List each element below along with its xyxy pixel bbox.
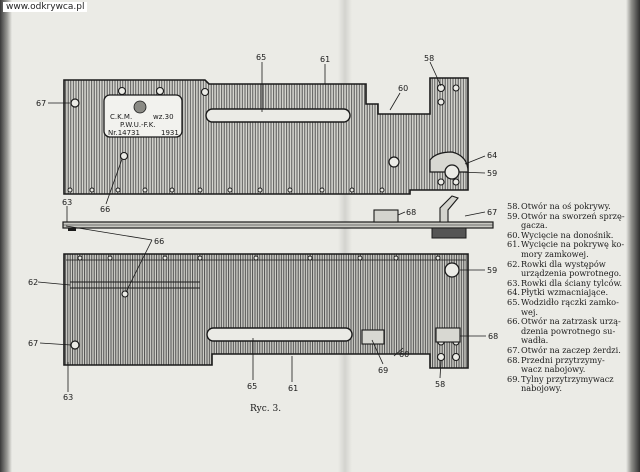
callout-67-top: 67 (36, 99, 46, 108)
legend-item-text: Wycięcie na donośnik. (521, 229, 635, 241)
legend-item-line: Wycięcie na pokrywę ko- (521, 239, 625, 250)
legend-item-text: Otwór na oś pokrywy. (521, 201, 635, 212)
legend-item-number: 69. (507, 373, 521, 384)
legend-item: 61.Wycięcie na pokrywę ko-mory zamkowej. (507, 240, 635, 259)
legend-item-line: Tylny przytrzymywacz (521, 373, 614, 384)
legend-item-text: Otwór na sworzeń sprzę-gacza. (521, 210, 635, 231)
callout-59-bottom: 59 (487, 266, 497, 275)
page-right-edge-shadow (626, 0, 640, 472)
legend-item-line: wadła. (521, 335, 549, 346)
legend-item-text: Wodzidło rączki zamko-wej. (521, 296, 635, 317)
legend-item-line: Otwór na oś pokrywy. (521, 201, 611, 211)
legend-item-line: Rowki dla ściany tylców. (521, 277, 623, 288)
legend-item-number: 63. (507, 277, 521, 288)
callout-60-bottom: 60 (399, 350, 409, 359)
top-plate-view: C.K.M. wz.30 P.W.U.-F.K. Nr.14731 1931 (63, 77, 469, 195)
callout-62: 62 (28, 278, 38, 287)
callout-67-mid: 67 (487, 208, 497, 217)
site-watermark: www.odkrywca.pl (3, 2, 88, 12)
parts-legend: 58.Otwór na oś pokrywy.59.Otwór na sworz… (507, 201, 635, 394)
legend-item-number: 61. (507, 239, 521, 250)
legend-item-number: 62. (507, 258, 521, 269)
legend-item-number: 67. (507, 344, 521, 355)
plate-line-1b: wz.30 (153, 113, 174, 121)
legend-item-line: wacz nabojowy. (521, 364, 586, 375)
legend-item: 59.Otwór na sworzeń sprzę-gacza. (507, 210, 635, 231)
legend-item: 65.Wodzidło rączki zamko-wej. (507, 296, 635, 317)
callout-67-bottom: 67 (28, 339, 38, 348)
plate-line-3: Nr.14731 (108, 129, 140, 137)
callout-60-top: 60 (398, 84, 408, 93)
legend-item: 67.Otwór na zaczep żerdzi. (507, 344, 635, 356)
legend-item-line: Płytki wzmacniające. (521, 287, 609, 298)
legend-item: 60.Wycięcie na donośnik. (507, 229, 635, 241)
legend-item-line: Rowki dla występów (521, 258, 606, 269)
legend-item-text: Rowki dla ściany tylców. (521, 277, 635, 289)
legend-item-number: 58. (507, 201, 521, 211)
callout-63-mid: 63 (62, 198, 72, 207)
legend-item-line: urządzenia powrotnego. (521, 268, 622, 279)
legend-item-line: Wycięcie na donośnik. (521, 229, 614, 240)
legend-item-line: Otwór na zaczep żerdzi. (521, 344, 621, 355)
callout-65-top: 65 (256, 53, 266, 62)
legend-item-number: 60. (507, 229, 521, 240)
legend-item: 68.Przedni przytrzymy-wacz nabojowy. (507, 354, 635, 375)
legend-item-line: gacza. (521, 220, 548, 231)
legend-item-text: Otwór na zaczep żerdzi. (521, 344, 635, 356)
legend-item-line: mory zamkowej. (521, 248, 589, 259)
legend-item-text: Wycięcie na pokrywę ko-mory zamkowej. (521, 240, 635, 259)
callout-65-bottom: 65 (247, 382, 257, 391)
plate-line-3b: 1931 (161, 129, 179, 137)
callout-63-bottom: 63 (63, 393, 73, 402)
legend-item-text: Przedni przytrzymy-wacz nabojowy. (521, 354, 635, 375)
plate-line-1: C.K.M. (110, 113, 132, 121)
callout-68-bottom: 68 (488, 332, 498, 341)
legend-item-line: Otwór na zatrzask urzą- (521, 316, 621, 327)
callout-66-mid: 66 (154, 237, 164, 246)
legend-item-line: Przedni przytrzymy- (521, 354, 605, 365)
legend-item: 63.Rowki dla ściany tylców. (507, 277, 635, 289)
callout-58-top: 58 (424, 54, 434, 63)
legend-item-line: dzenia powrotnego su- (521, 325, 616, 336)
callout-58-bottom: 58 (435, 380, 445, 389)
callout-66-top: 66 (100, 205, 110, 214)
legend-item-number: 68. (507, 354, 521, 365)
legend-item-line: Otwór na sworzeń sprzę- (521, 210, 625, 221)
page-left-edge-shadow (0, 0, 12, 472)
legend-item: 66.Otwór na zatrzask urzą-dzenia powrotn… (507, 316, 635, 346)
legend-item-line: wej. (521, 306, 538, 317)
leader-lines (37, 61, 486, 392)
legend-item-text: Płytki wzmacniające. (521, 288, 635, 298)
plate-line-2: P.W.U.-F.K. (120, 121, 156, 129)
callout-61-top: 61 (320, 55, 330, 64)
callout-68-mid: 68 (406, 208, 416, 217)
bottom-plate-view (63, 253, 469, 369)
legend-item-line: Wodzidło rączki zamko- (521, 296, 619, 307)
legend-item-line: nabojowy. (521, 383, 562, 394)
edge-view (62, 195, 494, 239)
legend-item-text: Otwór na zatrzask urzą-dzenia powrotnego… (521, 317, 635, 346)
legend-item-number: 65. (507, 296, 521, 307)
callout-64: 64 (487, 151, 497, 160)
legend-item: 58.Otwór na oś pokrywy. (507, 201, 635, 212)
legend-item: 64.Płytki wzmacniające. (507, 288, 635, 298)
callout-69: 69 (378, 366, 388, 375)
legend-item-number: 66. (507, 316, 521, 327)
figure-caption: Ryc. 3. (250, 404, 282, 414)
legend-item-number: 64. (507, 287, 521, 298)
callout-61-bottom: 61 (288, 384, 298, 393)
legend-item-number: 59. (507, 210, 521, 221)
callout-59-top: 59 (487, 169, 497, 178)
